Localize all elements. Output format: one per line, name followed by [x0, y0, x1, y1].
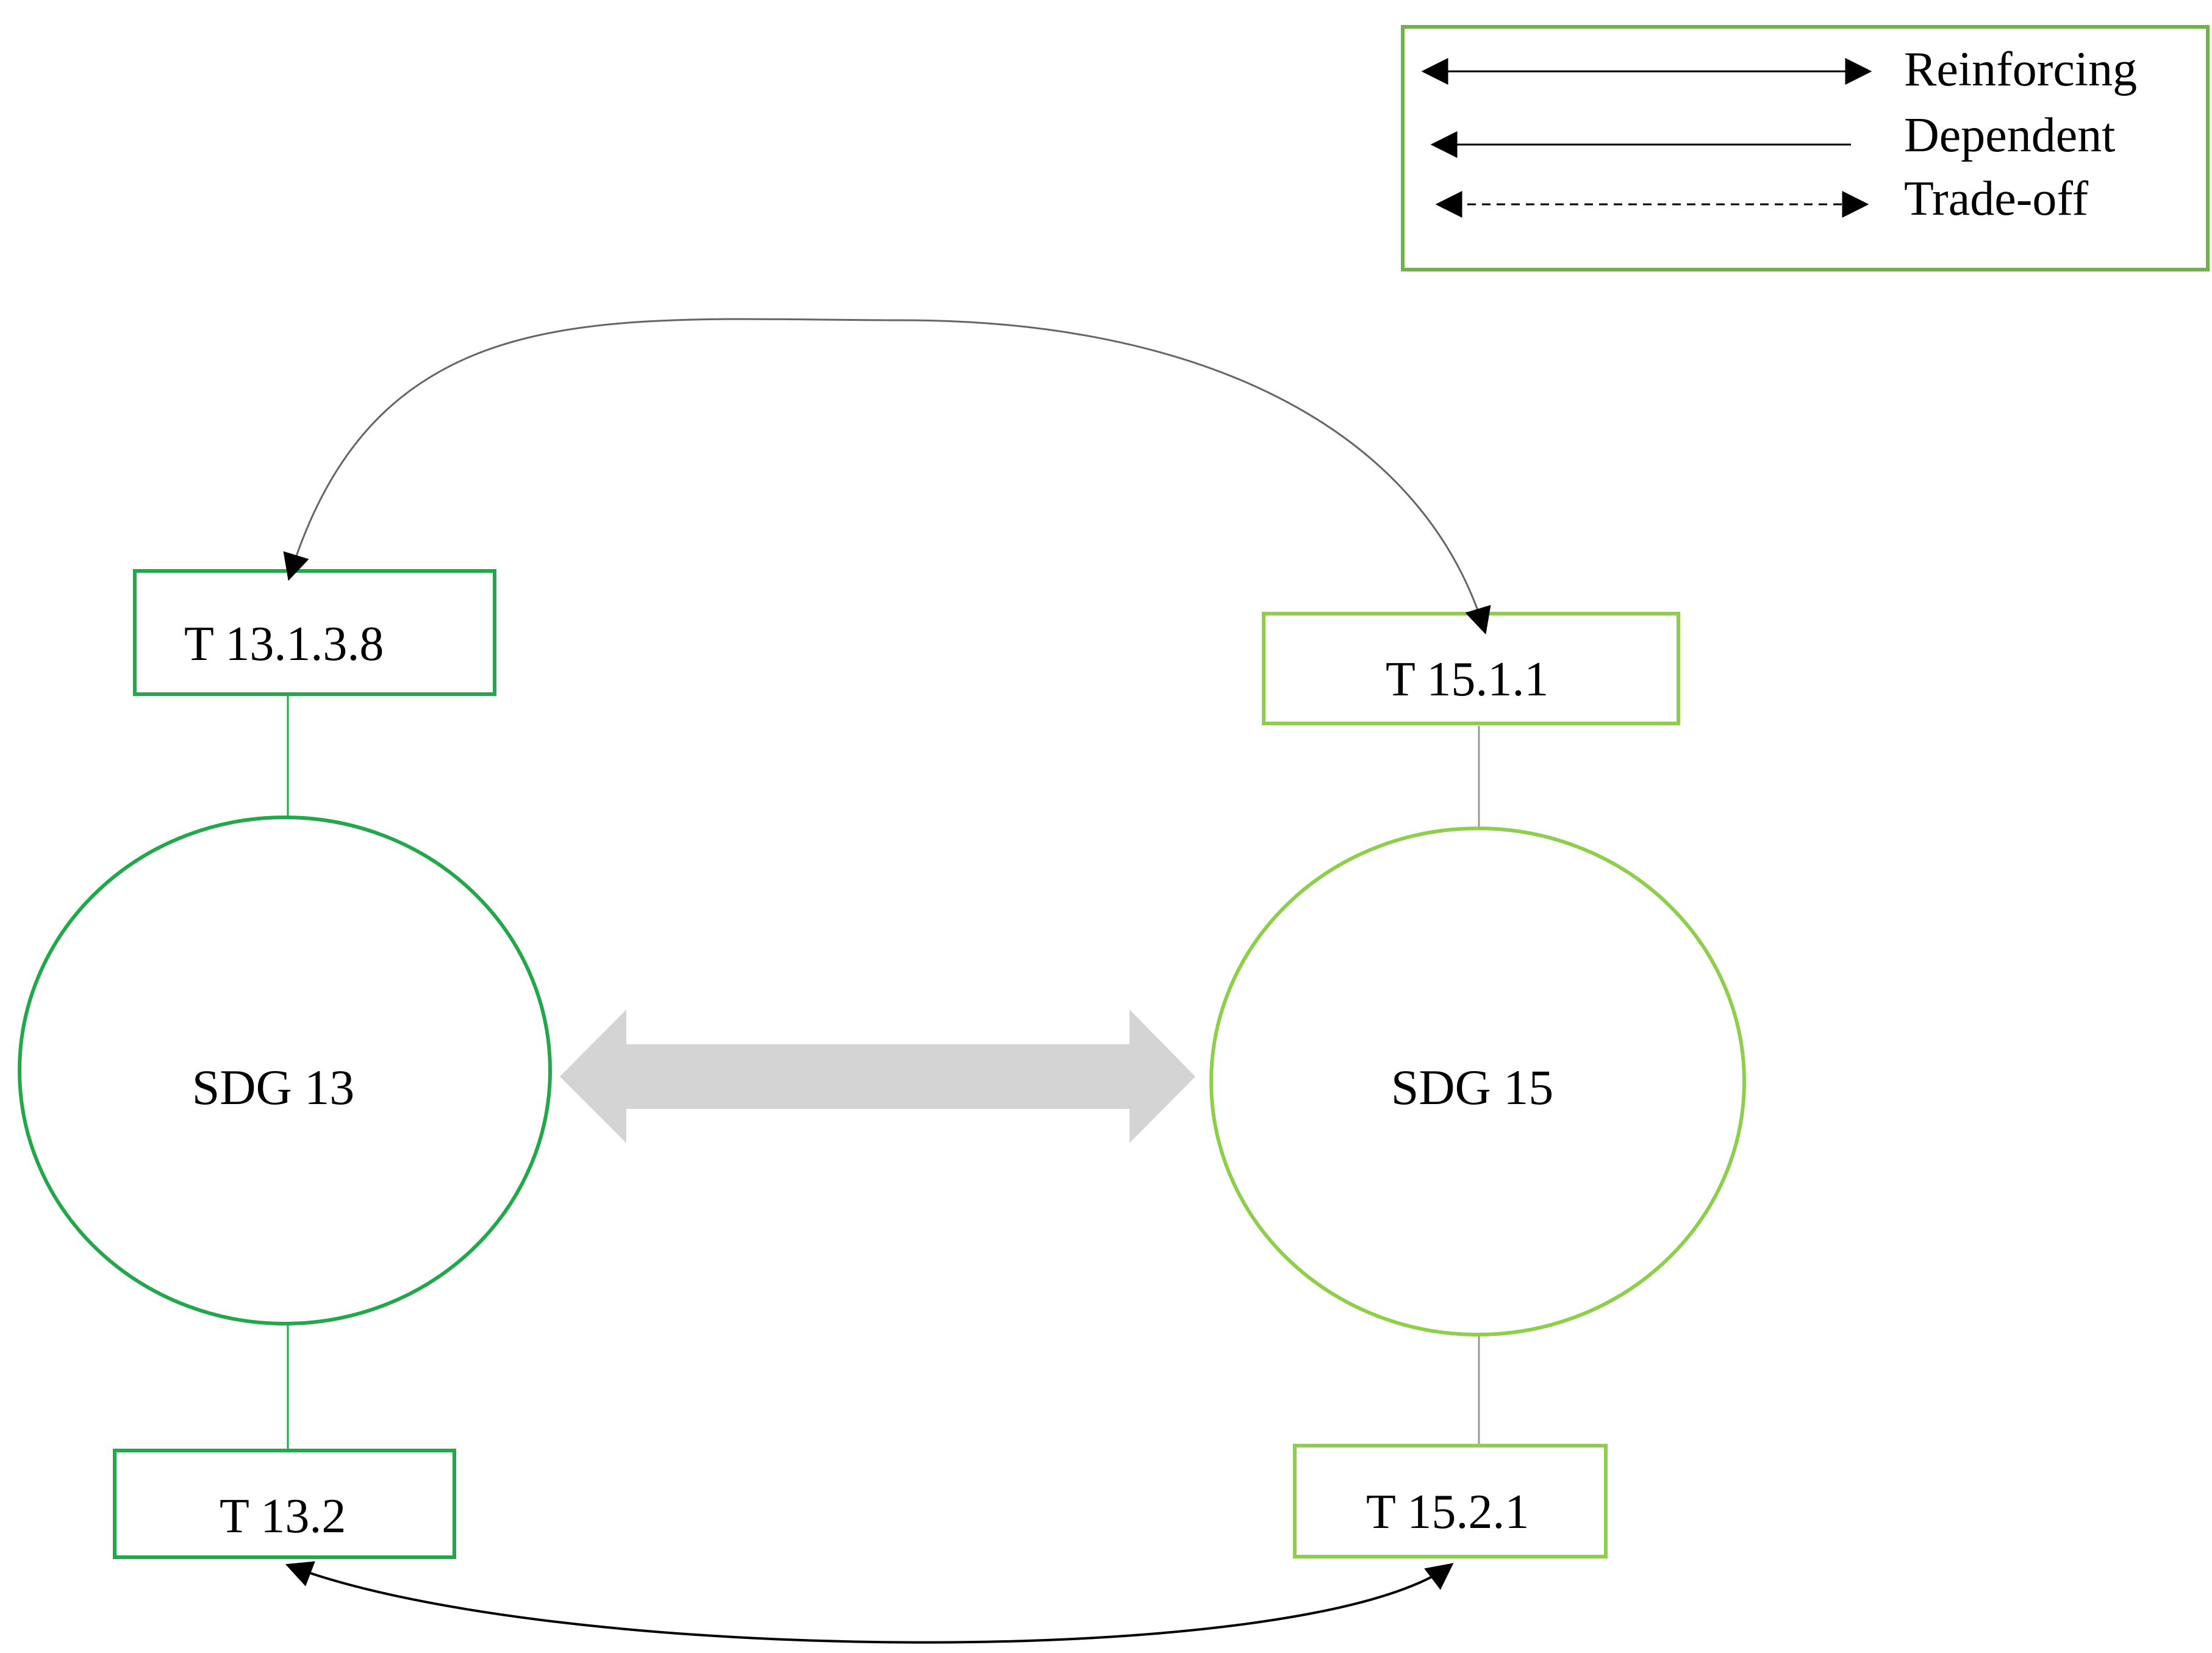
sdg-interaction-double-arrow: [560, 1009, 1195, 1143]
arc-t13-1-3-8-t15-1-1: [283, 318, 1491, 635]
sdg15-label: SDG 15: [1391, 1060, 1554, 1115]
target-box-13-2: T 13.2: [113, 1449, 456, 1559]
target-box-15-1-1: T 15.1.1: [1262, 612, 1680, 725]
sdg13-node: SDG 13: [18, 816, 552, 1325]
target-box-13-1-3-8: T 13.1.3.8: [133, 569, 496, 696]
arc-t13-2-t15-2-1: [285, 1561, 1454, 1644]
target-13-2-frame: [113, 1449, 456, 1559]
target-13-1-3-8-label: T 13.1.3.8: [184, 617, 384, 671]
legend-tradeoff-label: Trade-off: [1904, 172, 2089, 226]
sdg13-label: SDG 13: [192, 1060, 355, 1115]
legend: Reinforcing Dependent Trade-off: [1401, 25, 2210, 271]
sdg15-node: SDG 15: [1209, 826, 1746, 1336]
target-15-2-1-label: T 15.2.1: [1366, 1485, 1529, 1539]
target-15-1-1-label: T 15.1.1: [1386, 653, 1548, 706]
legend-dependent-label: Dependent: [1904, 109, 2116, 162]
sdg13-circle: [18, 816, 552, 1325]
target-13-2-label: T 13.2: [220, 1490, 346, 1543]
sdg15-circle: [1209, 826, 1746, 1336]
target-15-2-1-frame: [1293, 1444, 1608, 1558]
target-box-15-2-1: T 15.2.1: [1293, 1444, 1608, 1558]
legend-reinforcing-label: Reinforcing: [1904, 43, 2137, 96]
legend-box: [1401, 25, 2210, 271]
